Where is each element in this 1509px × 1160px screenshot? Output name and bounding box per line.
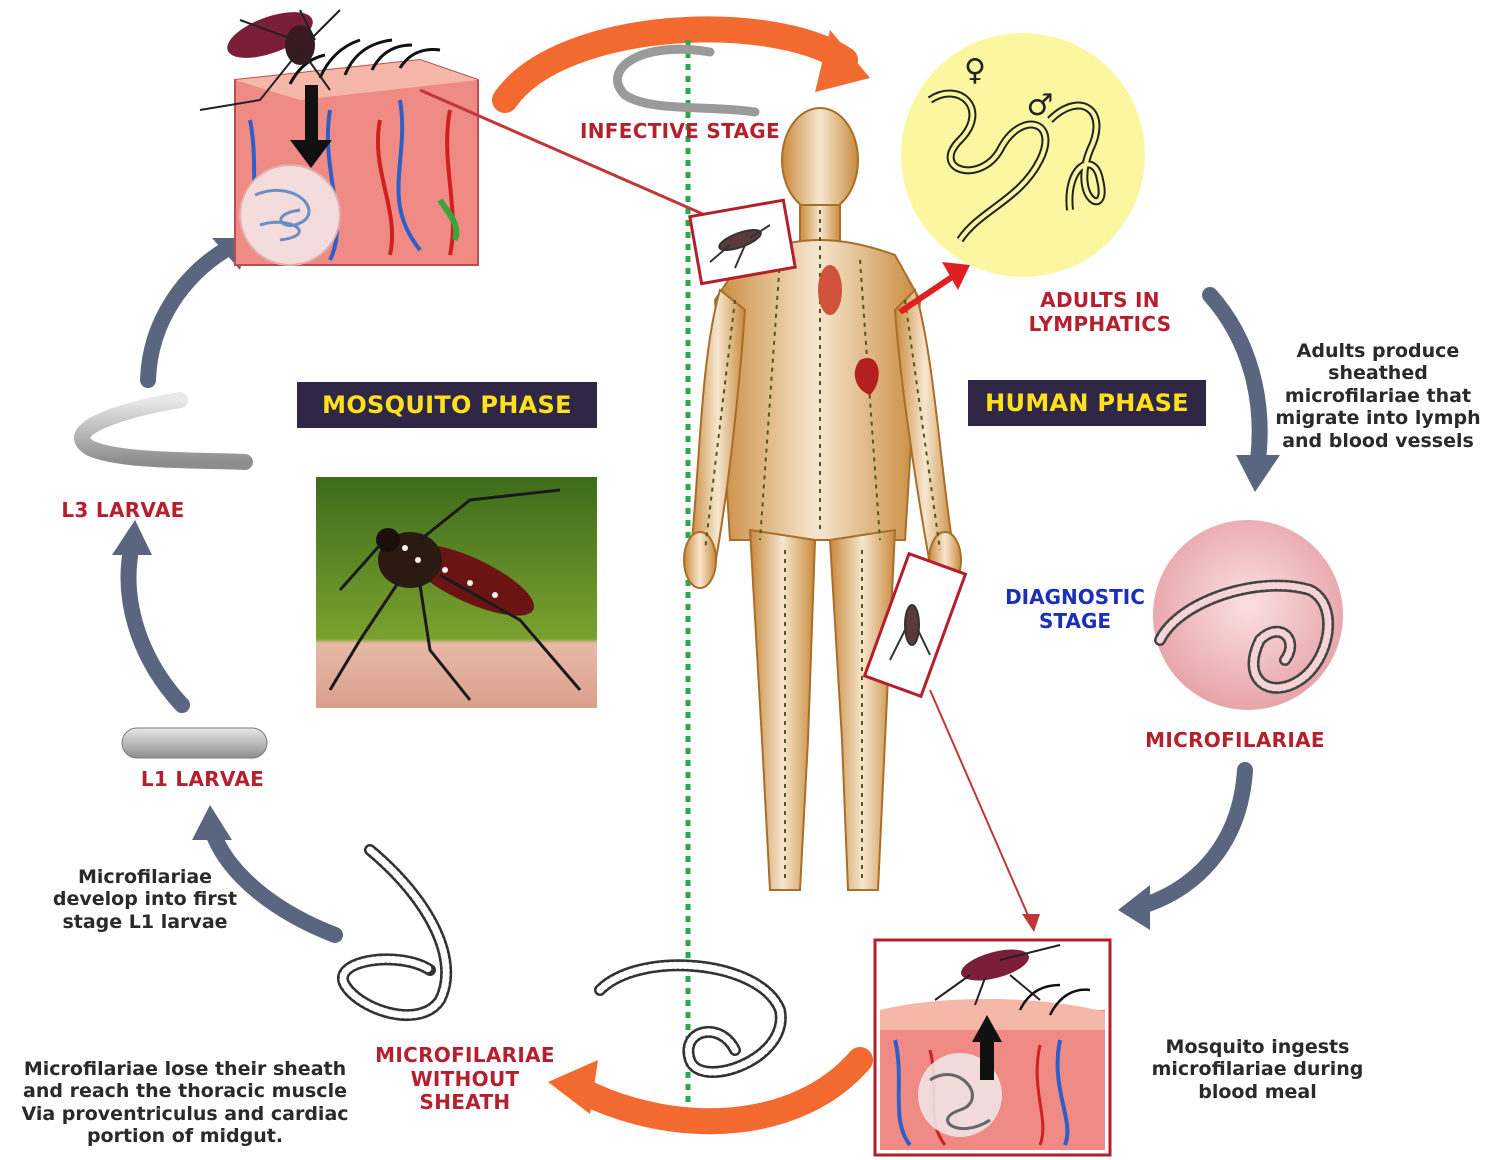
l1-larvae-label: L1 LARVAE: [125, 768, 280, 792]
cycle-arrow-l1-to-l3: [112, 520, 182, 705]
diagnostic-stage-label: DIAGNOSTIC STAGE: [995, 586, 1155, 633]
cycle-arrow-l3-to-bite: [148, 238, 248, 380]
l3-larva-worm-icon: [82, 400, 245, 462]
cycle-arrow-micro-to-meal: [1118, 770, 1245, 930]
skin-bite-illustration: [200, 3, 478, 265]
infective-stage-label: INFECTIVE STAGE: [570, 120, 790, 144]
microfilariae-circle: [1153, 520, 1343, 710]
microfilariae-without-sheath-label: MICROFILARIAE WITHOUT SHEATH: [365, 1044, 565, 1115]
adults-in-lymphatics-label: ADULTS IN LYMPHATICS: [1010, 289, 1190, 336]
lung-icon: [818, 265, 842, 315]
microfilariae-label: MICROFILARIAE: [1130, 729, 1340, 753]
l3-larvae-label: L3 LARVAE: [48, 499, 198, 523]
mosquito-ingests-description: Mosquito ingests microfilariae during bl…: [1130, 1036, 1385, 1103]
adult-worms-circle: [901, 33, 1145, 277]
lose-sheath-description: Microfilariae lose their sheath and reac…: [5, 1058, 365, 1148]
meal-pointer-arrowhead: [1022, 914, 1040, 932]
l1-larva-icon: [122, 728, 267, 758]
mosquito-phase-banner: MOSQUITO PHASE: [297, 382, 597, 428]
male-symbol: ♂: [1027, 88, 1054, 123]
female-symbol: ♀: [964, 53, 986, 88]
microfilaria-without-sheath-icon: [343, 850, 446, 1015]
blood-meal-illustration: [875, 940, 1110, 1155]
mosquito-photo: [316, 477, 597, 708]
develop-l1-description: Microfilariae develop into first stage L…: [35, 866, 255, 933]
adults-produce-description: Adults produce sheathed microfilariae th…: [1262, 340, 1494, 452]
human-phase-banner: HUMAN PHASE: [968, 380, 1206, 426]
meal-pointer-line: [930, 690, 1030, 920]
